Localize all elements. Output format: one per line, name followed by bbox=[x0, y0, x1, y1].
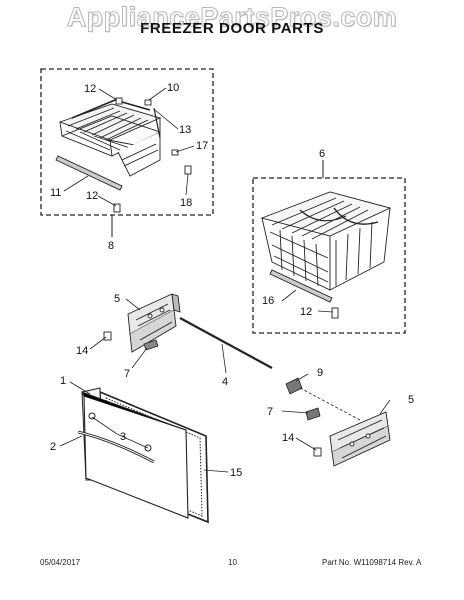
lower-basket-assembly-box bbox=[252, 177, 406, 334]
callout-17: 17 bbox=[196, 140, 208, 152]
right-bracket-screw bbox=[313, 447, 322, 457]
left-bracket-bolt bbox=[143, 339, 159, 351]
callout-5-left: 5 bbox=[114, 293, 120, 305]
callout-5-right: 5 bbox=[408, 394, 414, 406]
callout-labels: 12 10 13 17 11 12 18 8 6 16 12 5 14 7 4 … bbox=[50, 82, 414, 479]
callout-14-left: 14 bbox=[76, 345, 88, 357]
callout-9: 9 bbox=[317, 367, 323, 379]
callout-7-left: 7 bbox=[124, 368, 130, 380]
left-bracket-screw bbox=[103, 331, 112, 341]
footer-date: 05/04/2017 bbox=[40, 558, 81, 567]
upper-basket-drawing bbox=[58, 99, 162, 177]
callout-8: 8 bbox=[108, 240, 114, 252]
callout-13: 13 bbox=[179, 124, 191, 136]
callout-16: 16 bbox=[262, 295, 274, 307]
diagram-title: FREEZER DOOR PARTS bbox=[140, 20, 324, 37]
upper-slide-rail bbox=[55, 155, 123, 191]
watermark-text: AppliancePartsPros.com bbox=[66, 2, 398, 33]
freezer-door bbox=[77, 387, 209, 524]
lower-basket-drawing bbox=[260, 191, 392, 291]
callout-4: 4 bbox=[222, 376, 228, 388]
footer-page-number: 10 bbox=[228, 558, 237, 567]
right-bracket-bolt bbox=[305, 407, 321, 421]
callout-1: 1 bbox=[60, 375, 66, 387]
lower-screw bbox=[331, 307, 339, 319]
right-slide-bracket bbox=[329, 411, 391, 467]
callout-10: 10 bbox=[167, 82, 179, 94]
callout-18: 18 bbox=[180, 197, 192, 209]
callout-12-mid: 12 bbox=[86, 190, 98, 202]
footer-part-number: Part No. W11098714 Rev. A bbox=[322, 558, 422, 567]
callout-3: 3 bbox=[120, 431, 126, 443]
callout-12-lower: 12 bbox=[300, 306, 312, 318]
lower-slide-rail bbox=[269, 269, 333, 303]
rod-dashed-extension bbox=[299, 387, 361, 421]
left-slide-bracket bbox=[127, 293, 181, 353]
upper-hardware bbox=[113, 97, 192, 213]
callout-2: 2 bbox=[50, 441, 56, 453]
callout-7-right: 7 bbox=[267, 406, 273, 418]
callout-12-upper: 12 bbox=[84, 83, 96, 95]
callout-14-right: 14 bbox=[282, 432, 294, 444]
callout-15: 15 bbox=[230, 467, 242, 479]
connecting-rod bbox=[179, 317, 273, 369]
leader-lines bbox=[59, 87, 391, 473]
upper-basket-assembly-box bbox=[40, 68, 214, 216]
rod-bushing bbox=[285, 377, 303, 395]
callout-11: 11 bbox=[50, 187, 61, 199]
callout-6: 6 bbox=[319, 148, 325, 160]
